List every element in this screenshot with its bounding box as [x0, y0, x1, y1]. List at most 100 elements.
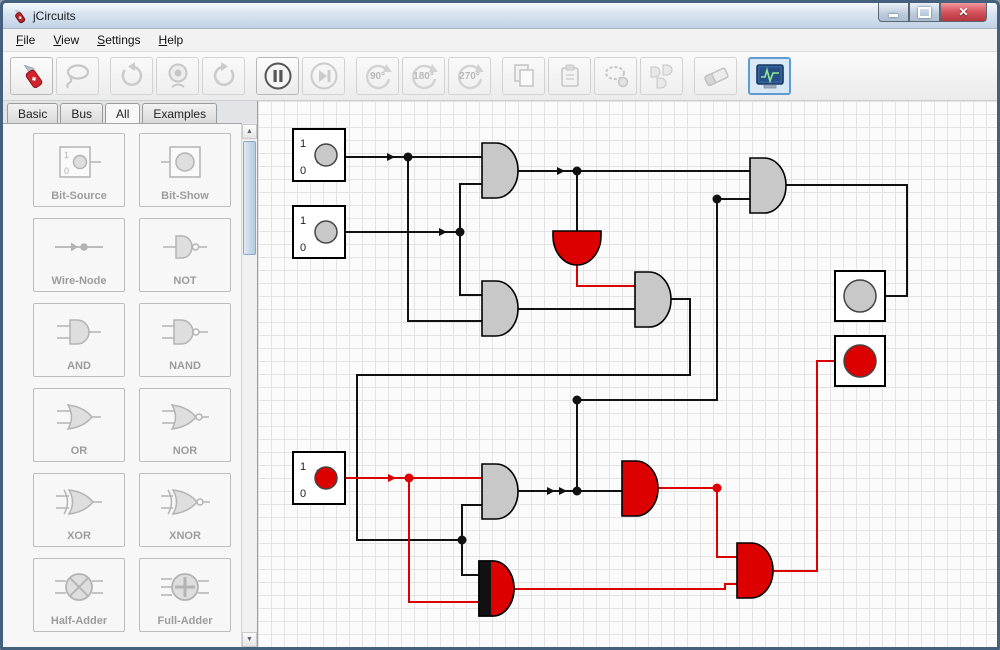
wire[interactable] [407, 157, 482, 322]
menu-view[interactable]: View [53, 33, 80, 47]
wire-arrow-icon [547, 487, 555, 495]
pocket-knife-tool-button[interactable] [10, 57, 53, 95]
wire-node[interactable] [712, 194, 722, 204]
wirenode-icon [51, 219, 107, 275]
palette-item-half-adder[interactable]: Half-Adder [33, 558, 125, 632]
logic-gate[interactable] [481, 280, 519, 337]
menu-file[interactable]: File [16, 33, 36, 47]
palette-item-not[interactable]: NOT [139, 218, 231, 292]
rotate-180-button[interactable]: 180° [402, 57, 445, 95]
copy-button[interactable] [502, 57, 545, 95]
select-region-button[interactable] [594, 57, 637, 95]
scroll-up-button[interactable]: ▲ [242, 124, 257, 139]
bit-source-toggle[interactable] [314, 143, 338, 167]
scroll-track[interactable] [242, 139, 257, 632]
scroll-down-button[interactable]: ▼ [242, 632, 257, 647]
wire[interactable] [459, 183, 482, 232]
palette-item-or[interactable]: OR [33, 388, 125, 462]
wire[interactable] [576, 198, 750, 491]
wire-node[interactable] [457, 535, 467, 545]
wire-node[interactable] [572, 486, 582, 496]
logic-gate[interactable] [621, 460, 659, 517]
paste-button[interactable] [548, 57, 591, 95]
logic-gate[interactable] [736, 542, 774, 599]
menu-settings[interactable]: Settings [97, 33, 141, 47]
half-icon [51, 559, 107, 615]
close-button[interactable]: ✕ [940, 3, 987, 22]
tab-bus[interactable]: Bus [60, 103, 104, 123]
wire[interactable] [773, 360, 835, 572]
bit-source-b[interactable]: 10 [292, 205, 346, 259]
minimize-button[interactable] [878, 3, 909, 22]
wire[interactable] [461, 504, 482, 540]
wire[interactable] [576, 265, 635, 287]
window-controls: ✕ [878, 3, 987, 22]
rotate-icon [361, 59, 395, 93]
palette-item-label: Wire-Node [51, 275, 107, 287]
tab-basic[interactable]: Basic [7, 103, 59, 123]
tab-examples[interactable]: Examples [142, 103, 218, 123]
palette-item-bit-show[interactable]: Bit-Show [139, 133, 231, 207]
lasso-select-tool-button[interactable] [56, 57, 99, 95]
step-simulation-button[interactable] [302, 57, 345, 95]
wire[interactable] [408, 478, 479, 603]
logic-gate[interactable] [481, 142, 519, 199]
circuit-drawing: 10 10 10 [292, 128, 908, 617]
logic-gate[interactable] [749, 157, 787, 214]
and-icon [51, 304, 107, 360]
bit-source-carry-in[interactable]: 10 [292, 451, 346, 505]
maximize-button[interactable] [909, 3, 940, 22]
group-components-button[interactable] [640, 57, 683, 95]
palette-scrollbar[interactable]: ▲ ▼ [241, 124, 257, 647]
wire-node[interactable] [455, 227, 465, 237]
rotate-label: 90° [369, 70, 386, 82]
wire[interactable] [461, 540, 479, 576]
palette-item-full-adder[interactable]: Full-Adder [139, 558, 231, 632]
palette-item-label: AND [67, 360, 91, 372]
nor-icon [157, 389, 213, 445]
undo-button[interactable] [110, 57, 153, 95]
wire[interactable] [514, 583, 737, 590]
rotate-270-button[interactable]: 270° [448, 57, 491, 95]
bit-show-carry-out[interactable] [834, 270, 886, 322]
step-icon [309, 61, 339, 91]
wire[interactable] [716, 488, 737, 558]
close-icon: ✕ [958, 5, 969, 19]
menu-help[interactable]: Help [158, 33, 184, 47]
rotate-90-button[interactable]: 90° [356, 57, 399, 95]
wire-node[interactable] [712, 483, 722, 493]
palette-item-xnor[interactable]: XNOR [139, 473, 231, 547]
bit-source-a[interactable]: 10 [292, 128, 346, 182]
wire-node[interactable] [404, 473, 414, 483]
tab-all[interactable]: All [105, 103, 141, 124]
palette-item-and[interactable]: AND [33, 303, 125, 377]
pause-simulation-button[interactable] [256, 57, 299, 95]
snapshot-button[interactable] [156, 57, 199, 95]
palette-item-xor[interactable]: XOR [33, 473, 125, 547]
bit-source-toggle[interactable] [314, 220, 338, 244]
wire[interactable] [356, 298, 691, 541]
logic-gate[interactable] [634, 271, 672, 328]
title-bar[interactable]: jCircuits [3, 3, 997, 29]
scroll-thumb[interactable] [243, 141, 256, 255]
wire[interactable] [459, 232, 482, 296]
bit-show-lamp [843, 279, 877, 313]
wire-node[interactable] [572, 166, 582, 176]
wire[interactable] [786, 184, 908, 297]
logic-gate[interactable] [552, 230, 602, 266]
palette-item-nand[interactable]: NAND [139, 303, 231, 377]
oscilloscope-button[interactable] [748, 57, 791, 95]
bit-source-toggle[interactable] [314, 466, 338, 490]
wire-node[interactable] [572, 395, 582, 405]
bit-show-sum[interactable] [834, 335, 886, 387]
redo-button[interactable] [202, 57, 245, 95]
wire-arrow-icon [387, 153, 395, 161]
logic-gate[interactable] [481, 463, 519, 520]
palette-item-wire-node[interactable]: Wire-Node [33, 218, 125, 292]
eraser-button[interactable] [694, 57, 737, 95]
palette-item-nor[interactable]: NOR [139, 388, 231, 462]
wire-node[interactable] [403, 152, 413, 162]
toolbar: 90° 180°270° [3, 52, 997, 101]
